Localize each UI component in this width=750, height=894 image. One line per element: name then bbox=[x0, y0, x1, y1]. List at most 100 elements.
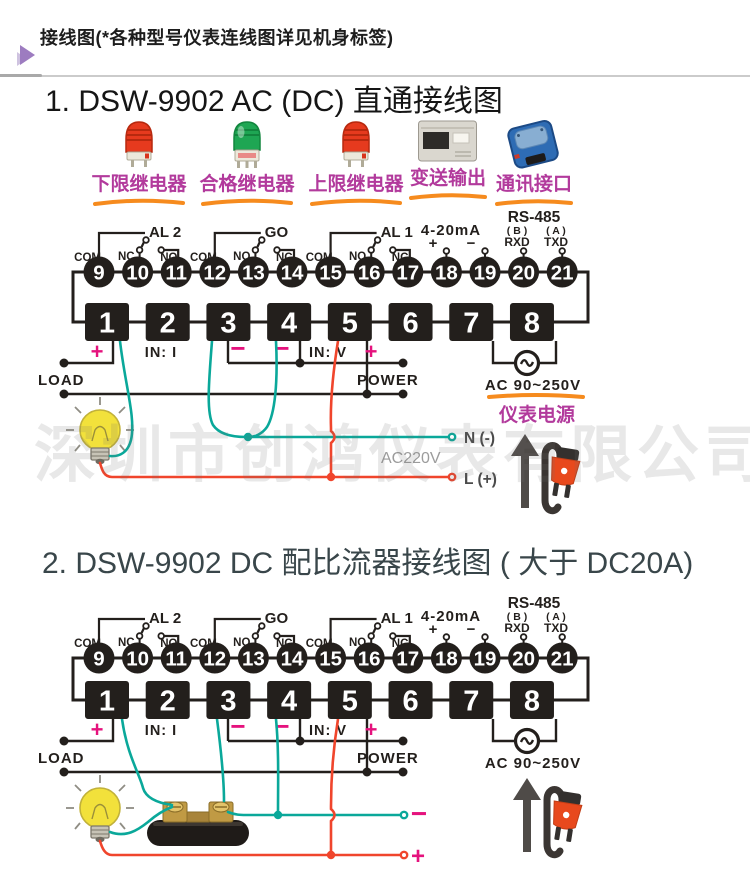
current-loop-minus: − bbox=[467, 235, 476, 252]
terminal-post bbox=[442, 633, 451, 641]
comm-module-icon bbox=[507, 119, 559, 169]
terminal-square-3 bbox=[206, 303, 251, 341]
terminal-circle-21 bbox=[546, 642, 578, 674]
teal-wire-t3 bbox=[207, 339, 248, 439]
terminal-number: 19 bbox=[474, 647, 497, 670]
psu-range: AC 90~250V bbox=[485, 377, 581, 394]
terminal-number: 1 bbox=[99, 686, 115, 718]
orange-underline bbox=[409, 193, 487, 200]
power-wires bbox=[64, 719, 403, 774]
in-v-label: IN: V bbox=[309, 723, 347, 739]
rs485-rxd: RXD bbox=[504, 621, 530, 635]
psu-wires bbox=[491, 341, 558, 365]
relay-contact bbox=[251, 632, 260, 640]
relay-contact bbox=[157, 632, 165, 640]
relay-contact bbox=[389, 246, 397, 254]
neutral-label: N (-) bbox=[464, 430, 495, 447]
plus-mark: + bbox=[365, 339, 378, 364]
power-plug-icon bbox=[511, 434, 582, 511]
ac-source-icon bbox=[513, 727, 541, 755]
load-label: LOAD bbox=[38, 372, 85, 389]
lamp-teal-wire bbox=[108, 805, 174, 836]
ac-source-icon bbox=[513, 349, 541, 377]
relay-title: GO bbox=[265, 224, 289, 241]
relay-pivot bbox=[373, 622, 382, 630]
terminal-number: 4 bbox=[281, 308, 297, 340]
relay-com-wire bbox=[329, 617, 377, 645]
terminal-post bbox=[558, 247, 566, 255]
terminal-number: 13 bbox=[242, 261, 265, 284]
terminal-number: 13 bbox=[242, 647, 265, 670]
device-upper-limit-relay: 上限继电器 bbox=[305, 118, 407, 207]
terminal-number: 9 bbox=[93, 261, 104, 284]
plus-terminal bbox=[399, 850, 409, 860]
terminal-circle-9 bbox=[83, 256, 115, 288]
terminal-square-8 bbox=[509, 681, 554, 719]
minus-terminal bbox=[399, 810, 409, 820]
relay-title: AL 2 bbox=[149, 610, 181, 627]
terminal-number: 20 bbox=[512, 647, 535, 670]
device-label: 通讯接口 bbox=[495, 174, 572, 195]
relay-contact bbox=[389, 632, 397, 640]
terminal-circle-18 bbox=[430, 256, 462, 288]
terminal-circle-14 bbox=[276, 256, 308, 288]
terminal-square-2 bbox=[145, 681, 190, 719]
terminal-post bbox=[481, 247, 489, 255]
relay-contact bbox=[367, 246, 375, 254]
terminal-number: 12 bbox=[203, 647, 226, 670]
rs485-txd: TXD bbox=[544, 621, 568, 635]
relay-lever bbox=[256, 627, 261, 634]
relay-pivot bbox=[258, 622, 266, 630]
rs485-rxd: RXD bbox=[504, 235, 530, 249]
live-wire bbox=[98, 461, 451, 479]
terminal-number: 8 bbox=[524, 308, 540, 340]
relay-lever bbox=[140, 241, 145, 248]
plus-mark: + bbox=[365, 717, 378, 742]
current-loop-title: 4-20mA bbox=[421, 222, 481, 239]
shunt-plus-label: + bbox=[411, 843, 425, 870]
in-i-label: IN: I bbox=[145, 723, 177, 739]
terminal-square-5 bbox=[327, 681, 372, 719]
teal-wire-t4 bbox=[247, 339, 278, 439]
orange-underline bbox=[201, 198, 293, 206]
rs485-txd: TXD bbox=[544, 235, 568, 249]
transmitter-icon bbox=[418, 120, 477, 162]
terminal-number: 21 bbox=[551, 647, 574, 670]
teal-wire-t3 bbox=[215, 717, 226, 803]
header-divider bbox=[0, 75, 750, 77]
teal-wire-t1 bbox=[120, 717, 174, 807]
relay-pivot bbox=[142, 236, 150, 244]
chevron-icon bbox=[17, 45, 35, 66]
diagram2-title: 2. DSW-9902 DC 配比流器接线图 ( 大于 DC20A) bbox=[42, 547, 694, 580]
terminal-number: 11 bbox=[165, 647, 187, 670]
relay-com-wire bbox=[213, 617, 261, 645]
terminal-number: 19 bbox=[474, 261, 497, 284]
rs485-title: RS-485 bbox=[508, 595, 561, 612]
terminal-number: 20 bbox=[512, 261, 535, 284]
psu-wires bbox=[491, 719, 558, 743]
terminal-post bbox=[442, 247, 451, 255]
terminal-post bbox=[558, 633, 566, 641]
relay-contact bbox=[135, 632, 144, 640]
terminal-number: 7 bbox=[463, 686, 479, 718]
device-pass-relay: 合格继电器 bbox=[196, 118, 298, 207]
power-label: POWER bbox=[357, 750, 419, 767]
current-loop-plus: + bbox=[429, 621, 438, 638]
minus-wire bbox=[226, 810, 402, 817]
relay-pivot bbox=[373, 236, 382, 244]
orange-underline bbox=[310, 198, 402, 206]
terminal-number: 15 bbox=[319, 647, 342, 670]
device-transmitter-output: 变送输出 bbox=[404, 118, 492, 201]
header-title: 接线图(*各种型号仪表连线图详见机身标签) bbox=[40, 28, 394, 48]
terminal-circle-15 bbox=[315, 256, 347, 288]
terminal-circle-12 bbox=[199, 256, 231, 288]
green-beacon-icon bbox=[233, 121, 261, 168]
terminal-circle-10 bbox=[122, 642, 154, 674]
terminal-square-2 bbox=[145, 303, 190, 341]
terminal-number: 8 bbox=[524, 686, 540, 718]
terminal-number: 12 bbox=[203, 261, 226, 284]
terminal-number: 2 bbox=[160, 686, 176, 718]
relay-lever bbox=[140, 627, 145, 634]
